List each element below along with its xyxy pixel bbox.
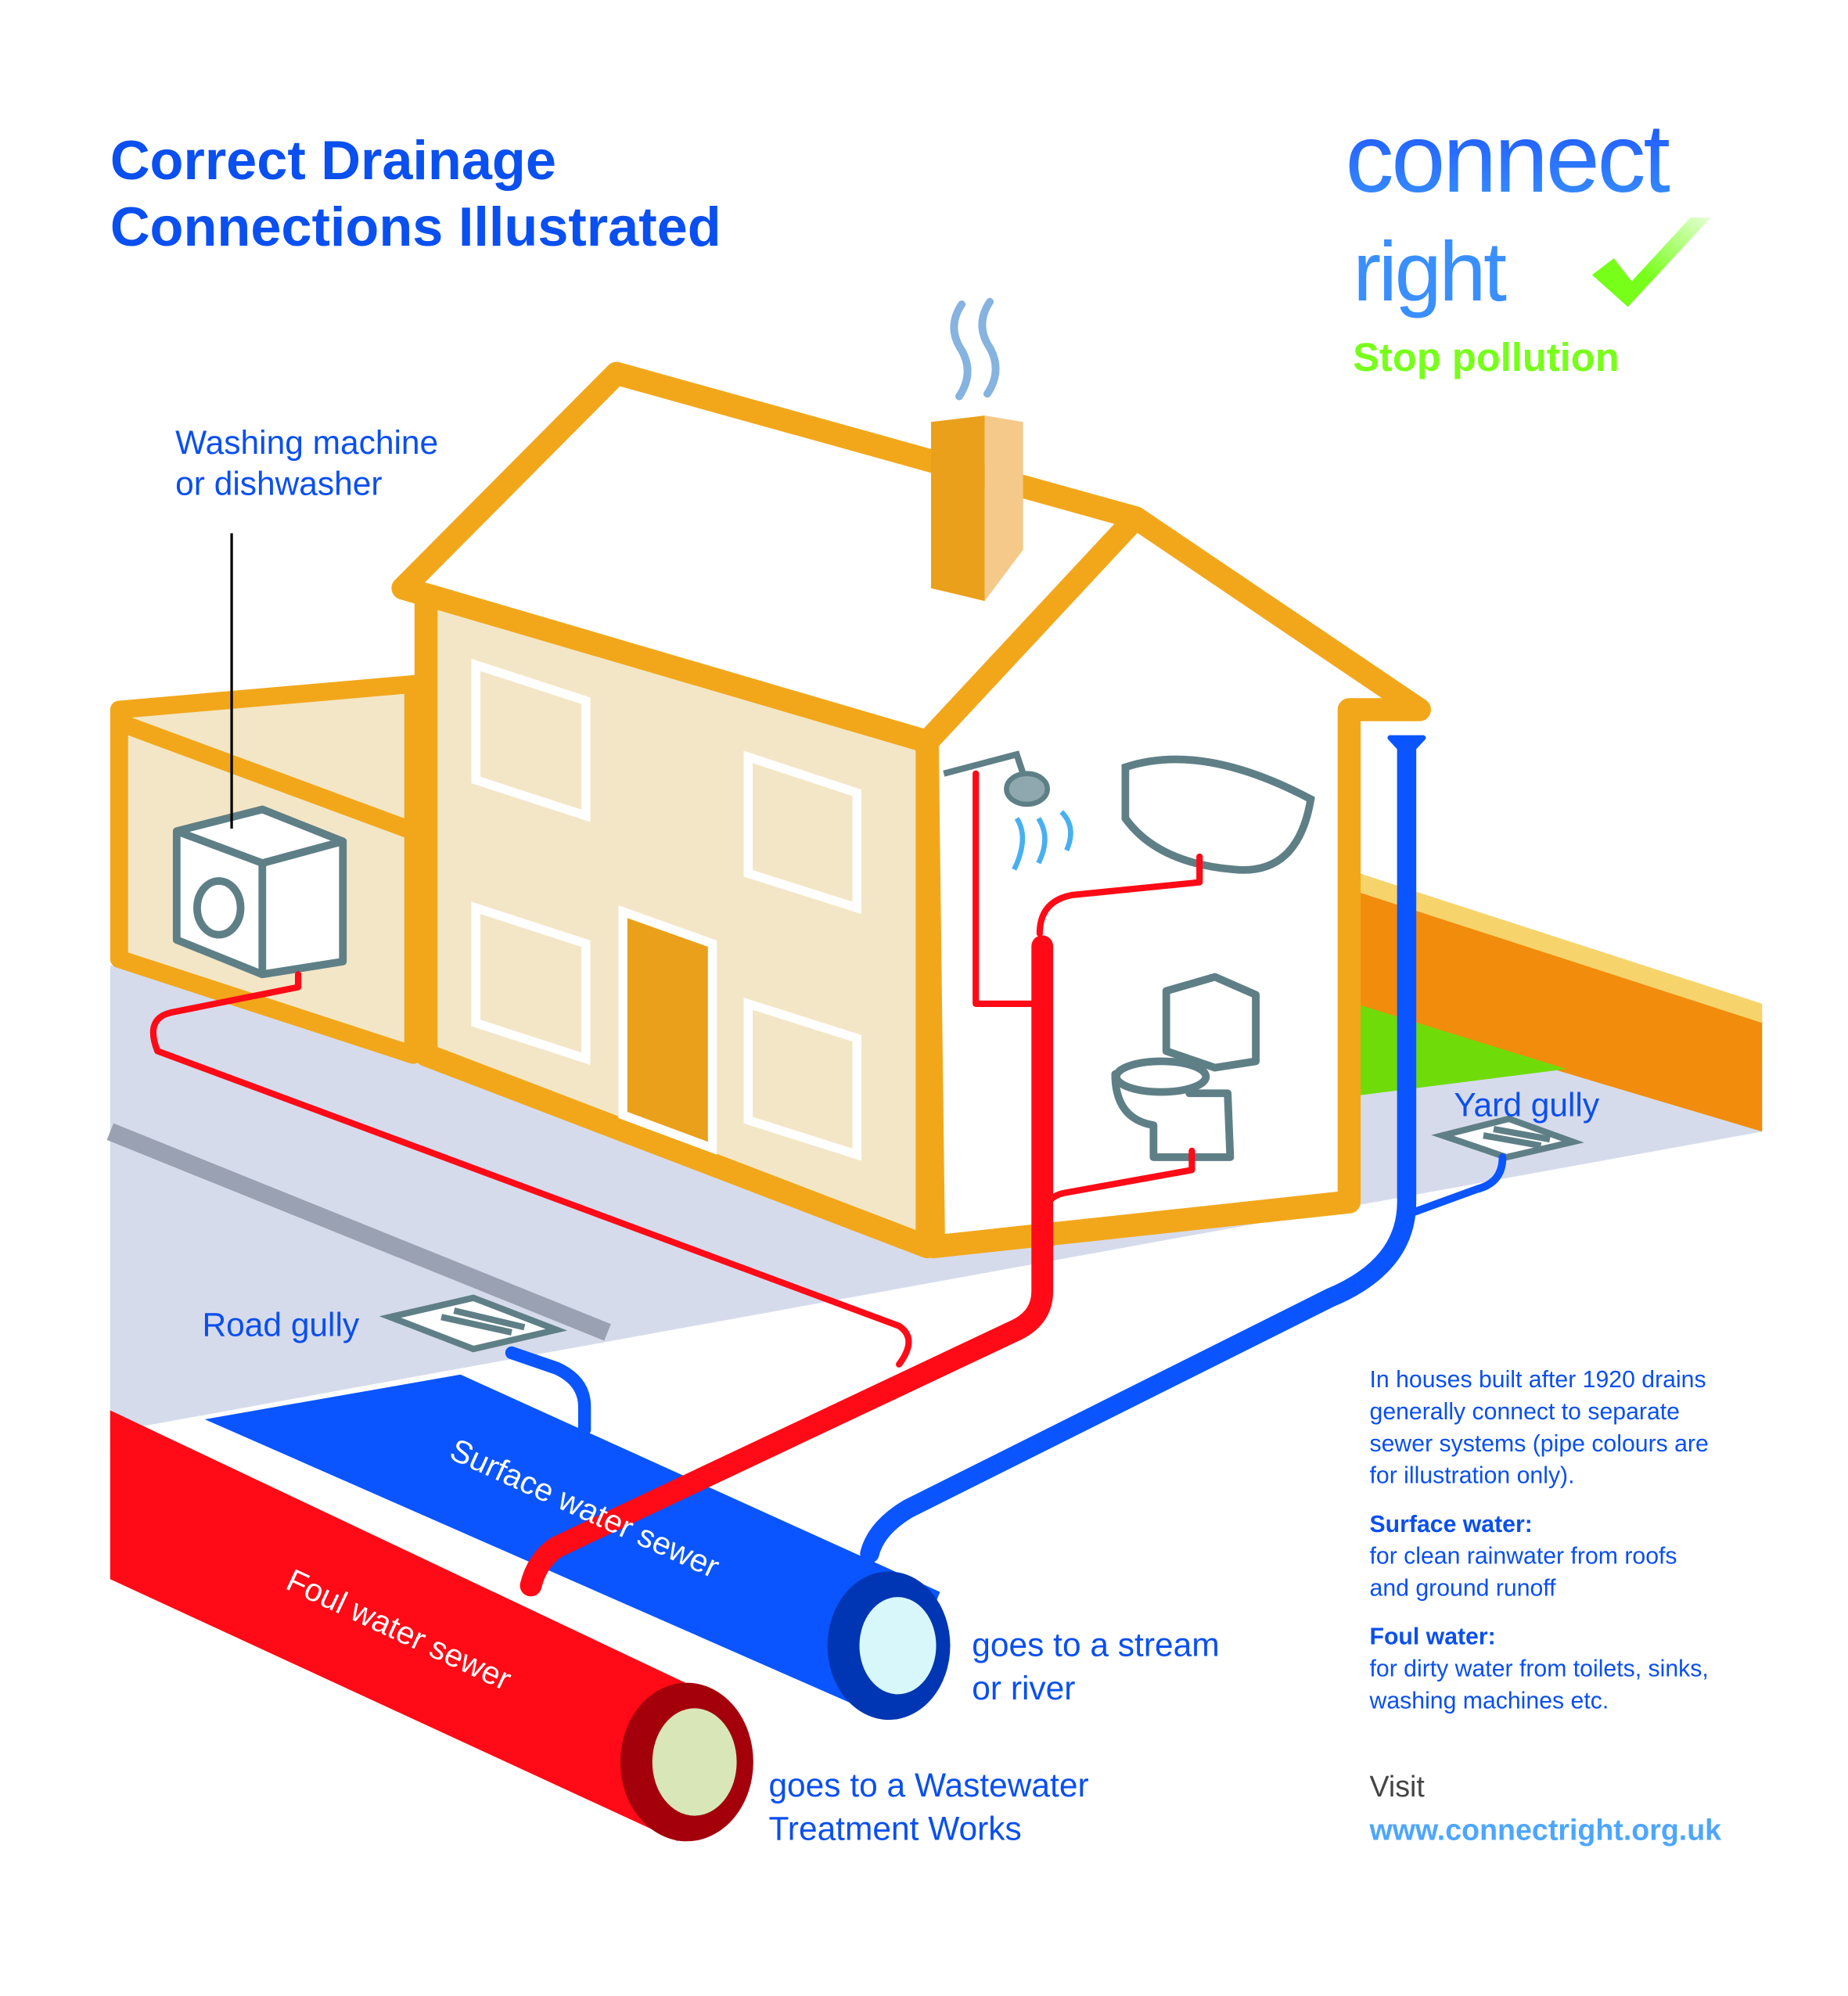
logo-connect: connect [1345, 105, 1670, 213]
chimney-side [984, 415, 1023, 602]
title-line-1: Correct Drainage [110, 129, 556, 191]
surface-text-2: and ground runoff [1370, 1575, 1557, 1601]
yard-gully-label: Yard gully [1454, 1088, 1599, 1124]
checkmark-icon [1591, 217, 1711, 307]
road-gully-label: Road gully [202, 1307, 359, 1344]
website-link[interactable]: www.connectright.org.uk [1369, 1814, 1722, 1847]
info-intro-2: generally connect to separate [1370, 1399, 1680, 1425]
surface-heading: Surface water: [1370, 1512, 1533, 1537]
yard-gully-icon [1431, 1115, 1584, 1161]
garden-wall [1355, 882, 1763, 1132]
door [618, 905, 717, 1155]
foul-text-2: washing machines etc. [1369, 1688, 1609, 1714]
stream-label-1: goes to a stream [972, 1627, 1219, 1663]
wall-coping [1355, 872, 1763, 1023]
washing-machine-label-1: Washing machine [175, 425, 438, 462]
wastewater-label-2: Treatment Works [768, 1811, 1021, 1848]
connectright-logo: connect right Stop pollution [1345, 105, 1711, 379]
foul-text-1: for dirty water from toilets, sinks, [1370, 1656, 1709, 1681]
foul-pipes [149, 770, 1203, 1597]
info-intro-4: for illustration only). [1370, 1463, 1575, 1489]
smoke-icon [950, 297, 1000, 401]
stream-label-2: or river [972, 1671, 1075, 1707]
surface-pipes [505, 735, 1507, 1563]
windows [471, 658, 861, 1161]
washing-machine-icon [172, 805, 347, 979]
road-gully-icon [379, 1294, 568, 1353]
annex-roofline [116, 714, 417, 840]
title-line-2: Connections Illustrated [110, 196, 721, 257]
foul-heading: Foul water: [1370, 1624, 1496, 1650]
foul-water-sewer [110, 1410, 753, 1842]
info-intro-3: sewer systems (pipe colours are [1370, 1431, 1709, 1457]
visit-label: Visit [1370, 1770, 1426, 1803]
road-kerb [106, 1123, 611, 1341]
bath-icon [1121, 755, 1315, 874]
info-intro-1: In houses built after 1920 drains [1370, 1367, 1706, 1393]
shower-icon [943, 750, 1073, 871]
logo-tagline: Stop pollution [1353, 335, 1619, 379]
toilet-icon [1111, 973, 1260, 1161]
surface-text-1: for clean rainwater from roofs [1370, 1544, 1677, 1570]
logo-right: right [1353, 224, 1507, 318]
wastewater-label-1: goes to a Wastewater [768, 1768, 1088, 1804]
info-panel: In houses built after 1920 drains genera… [1369, 1367, 1722, 1847]
washing-machine-label-2: or dishwasher [175, 466, 382, 502]
house-front [414, 583, 939, 1259]
chimney [930, 415, 985, 602]
